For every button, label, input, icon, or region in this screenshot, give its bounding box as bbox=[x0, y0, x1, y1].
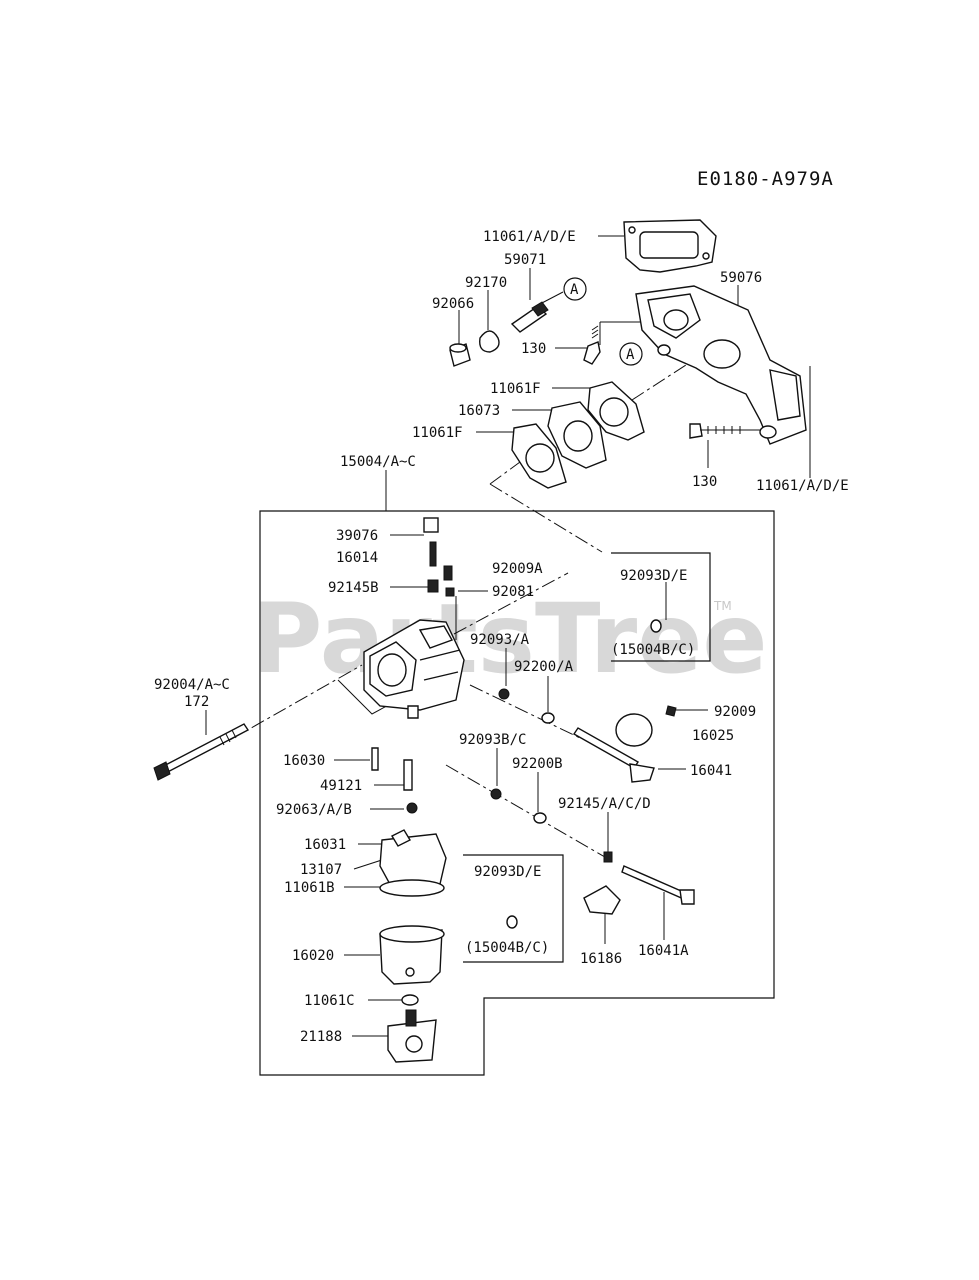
part-label: (15004B/C) bbox=[611, 642, 695, 658]
part-label: 16041A bbox=[638, 943, 689, 959]
carburetor-group-frame bbox=[259, 510, 775, 1076]
inset-box-upper bbox=[611, 552, 711, 662]
part-label: 11061C bbox=[304, 993, 355, 1009]
part-label: 92093/A bbox=[470, 632, 530, 648]
part-label: 11061F bbox=[412, 425, 463, 441]
part-label: 59071 bbox=[504, 252, 546, 268]
part-label: 39076 bbox=[336, 528, 378, 544]
leader-lines bbox=[205, 235, 811, 1037]
part-label: 11061/A/D/E bbox=[756, 478, 849, 494]
part-label: 16186 bbox=[580, 951, 622, 967]
part-label: 92081 bbox=[492, 584, 534, 600]
part-label: 92200/A bbox=[514, 659, 574, 675]
part-label: 92063/A/B bbox=[276, 802, 352, 818]
part-label: 11061/A/D/E bbox=[483, 229, 576, 245]
part-label: 130 bbox=[692, 474, 717, 490]
part-label: 172 bbox=[184, 694, 209, 710]
part-labels: 11061/A/D/E 59071 92170 92066 59076 130 … bbox=[154, 229, 849, 1045]
part-label: 92093D/E bbox=[620, 568, 687, 584]
part-label: (15004B/C) bbox=[465, 940, 549, 956]
part-label: 16041 bbox=[690, 763, 732, 779]
part-label: 49121 bbox=[320, 778, 362, 794]
part-label: 21188 bbox=[300, 1029, 342, 1045]
part-label: 92093B/C bbox=[459, 732, 526, 748]
part-label: 92145B bbox=[328, 580, 379, 596]
part-label: 15004/A~C bbox=[340, 454, 416, 470]
part-label: 16025 bbox=[692, 728, 734, 744]
part-label: 16030 bbox=[283, 753, 325, 769]
svg-text:A: A bbox=[626, 347, 635, 363]
part-label: 130 bbox=[521, 341, 546, 357]
part-label: 16073 bbox=[458, 403, 500, 419]
part-label: 11061B bbox=[284, 880, 335, 896]
part-label: 92170 bbox=[465, 275, 507, 291]
svg-text:A: A bbox=[570, 282, 579, 298]
part-label: 16031 bbox=[304, 837, 346, 853]
watermark: PartsTree TM bbox=[252, 583, 767, 695]
callout-a-lower: A bbox=[619, 342, 643, 366]
watermark-text: PartsTree bbox=[252, 583, 767, 695]
inset-box-lower bbox=[463, 854, 564, 963]
part-label: 16014 bbox=[336, 550, 378, 566]
part-label: 92009 bbox=[714, 704, 756, 720]
callout-a-upper: A bbox=[563, 277, 587, 301]
part-label: 92066 bbox=[432, 296, 474, 312]
part-label: 92145/A/C/D bbox=[558, 796, 651, 812]
part-label: 13107 bbox=[300, 862, 342, 878]
watermark-trademark: TM bbox=[713, 599, 732, 613]
part-label: 92004/A~C bbox=[154, 677, 230, 693]
diagram-code: E0180-A979A bbox=[697, 168, 834, 190]
part-label: 92093D/E bbox=[474, 864, 541, 880]
part-label: 59076 bbox=[720, 270, 762, 286]
part-label: 92200B bbox=[512, 756, 563, 772]
part-label: 16020 bbox=[292, 948, 334, 964]
part-label: 11061F bbox=[490, 381, 541, 397]
part-label: 92009A bbox=[492, 561, 543, 577]
part-shapes bbox=[153, 219, 807, 1063]
